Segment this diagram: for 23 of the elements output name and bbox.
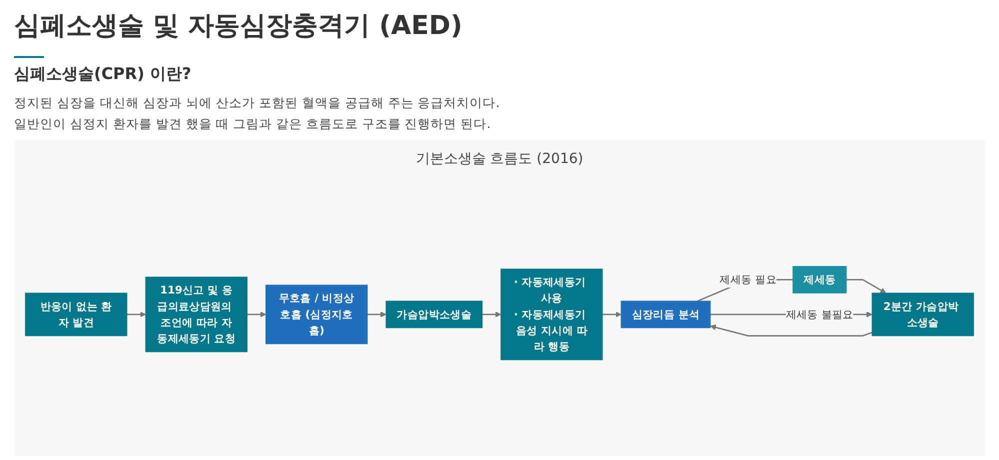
page-title: 심폐소생술 및 자동심장충격기 (AED): [14, 10, 462, 43]
arrow: [247, 311, 266, 318]
node-box: [386, 300, 483, 328]
node-box: [500, 268, 603, 360]
section-heading: 심폐소생술(CPR) 이란?: [14, 64, 192, 85]
node-box: [266, 284, 368, 344]
arrow: [710, 324, 872, 336]
chart-panel: 기본소생술 흐름도 (2016) 제세동 필요 제세동 불필요 반응이 없는 환자 발견 119신고 및 응급의료상담원의 조언에 따라 자동제세동기 요청 무호흡 / 비정상호흡 (심정지호흡) 가슴압박소생술 · 자동제세동기 사용 · 자동제세동기 음성 지시에 따라 행동 심장리듬 분석 제세동 2분간 가슴압박 소생술: [14, 140, 985, 456]
arrow: [126, 311, 146, 318]
node-box: [792, 266, 847, 294]
arrow: [602, 311, 622, 318]
description-text: 일반인이 심정지 환자를 발견 했을 때 그림과 같은 흐름도로 구조를 진행하면 된다.: [14, 115, 492, 133]
description-text: 정지된 심장을 대신해 심장과 뇌에 산소가 포함된 혈액을 공급해 주는 응급처치이다.: [14, 94, 501, 112]
arrow: [367, 311, 386, 318]
edge-label: 제세동 불필요: [786, 308, 854, 320]
arrow: [482, 311, 502, 318]
chart-title: 기본소생술 흐름도 (2016): [414, 150, 584, 168]
arrow: [846, 278, 886, 294]
node-box: [872, 292, 974, 336]
node-box: [145, 276, 248, 352]
edge-label: 제세동 필요: [720, 272, 777, 286]
node-box: [25, 292, 128, 336]
node-box: [620, 300, 711, 328]
